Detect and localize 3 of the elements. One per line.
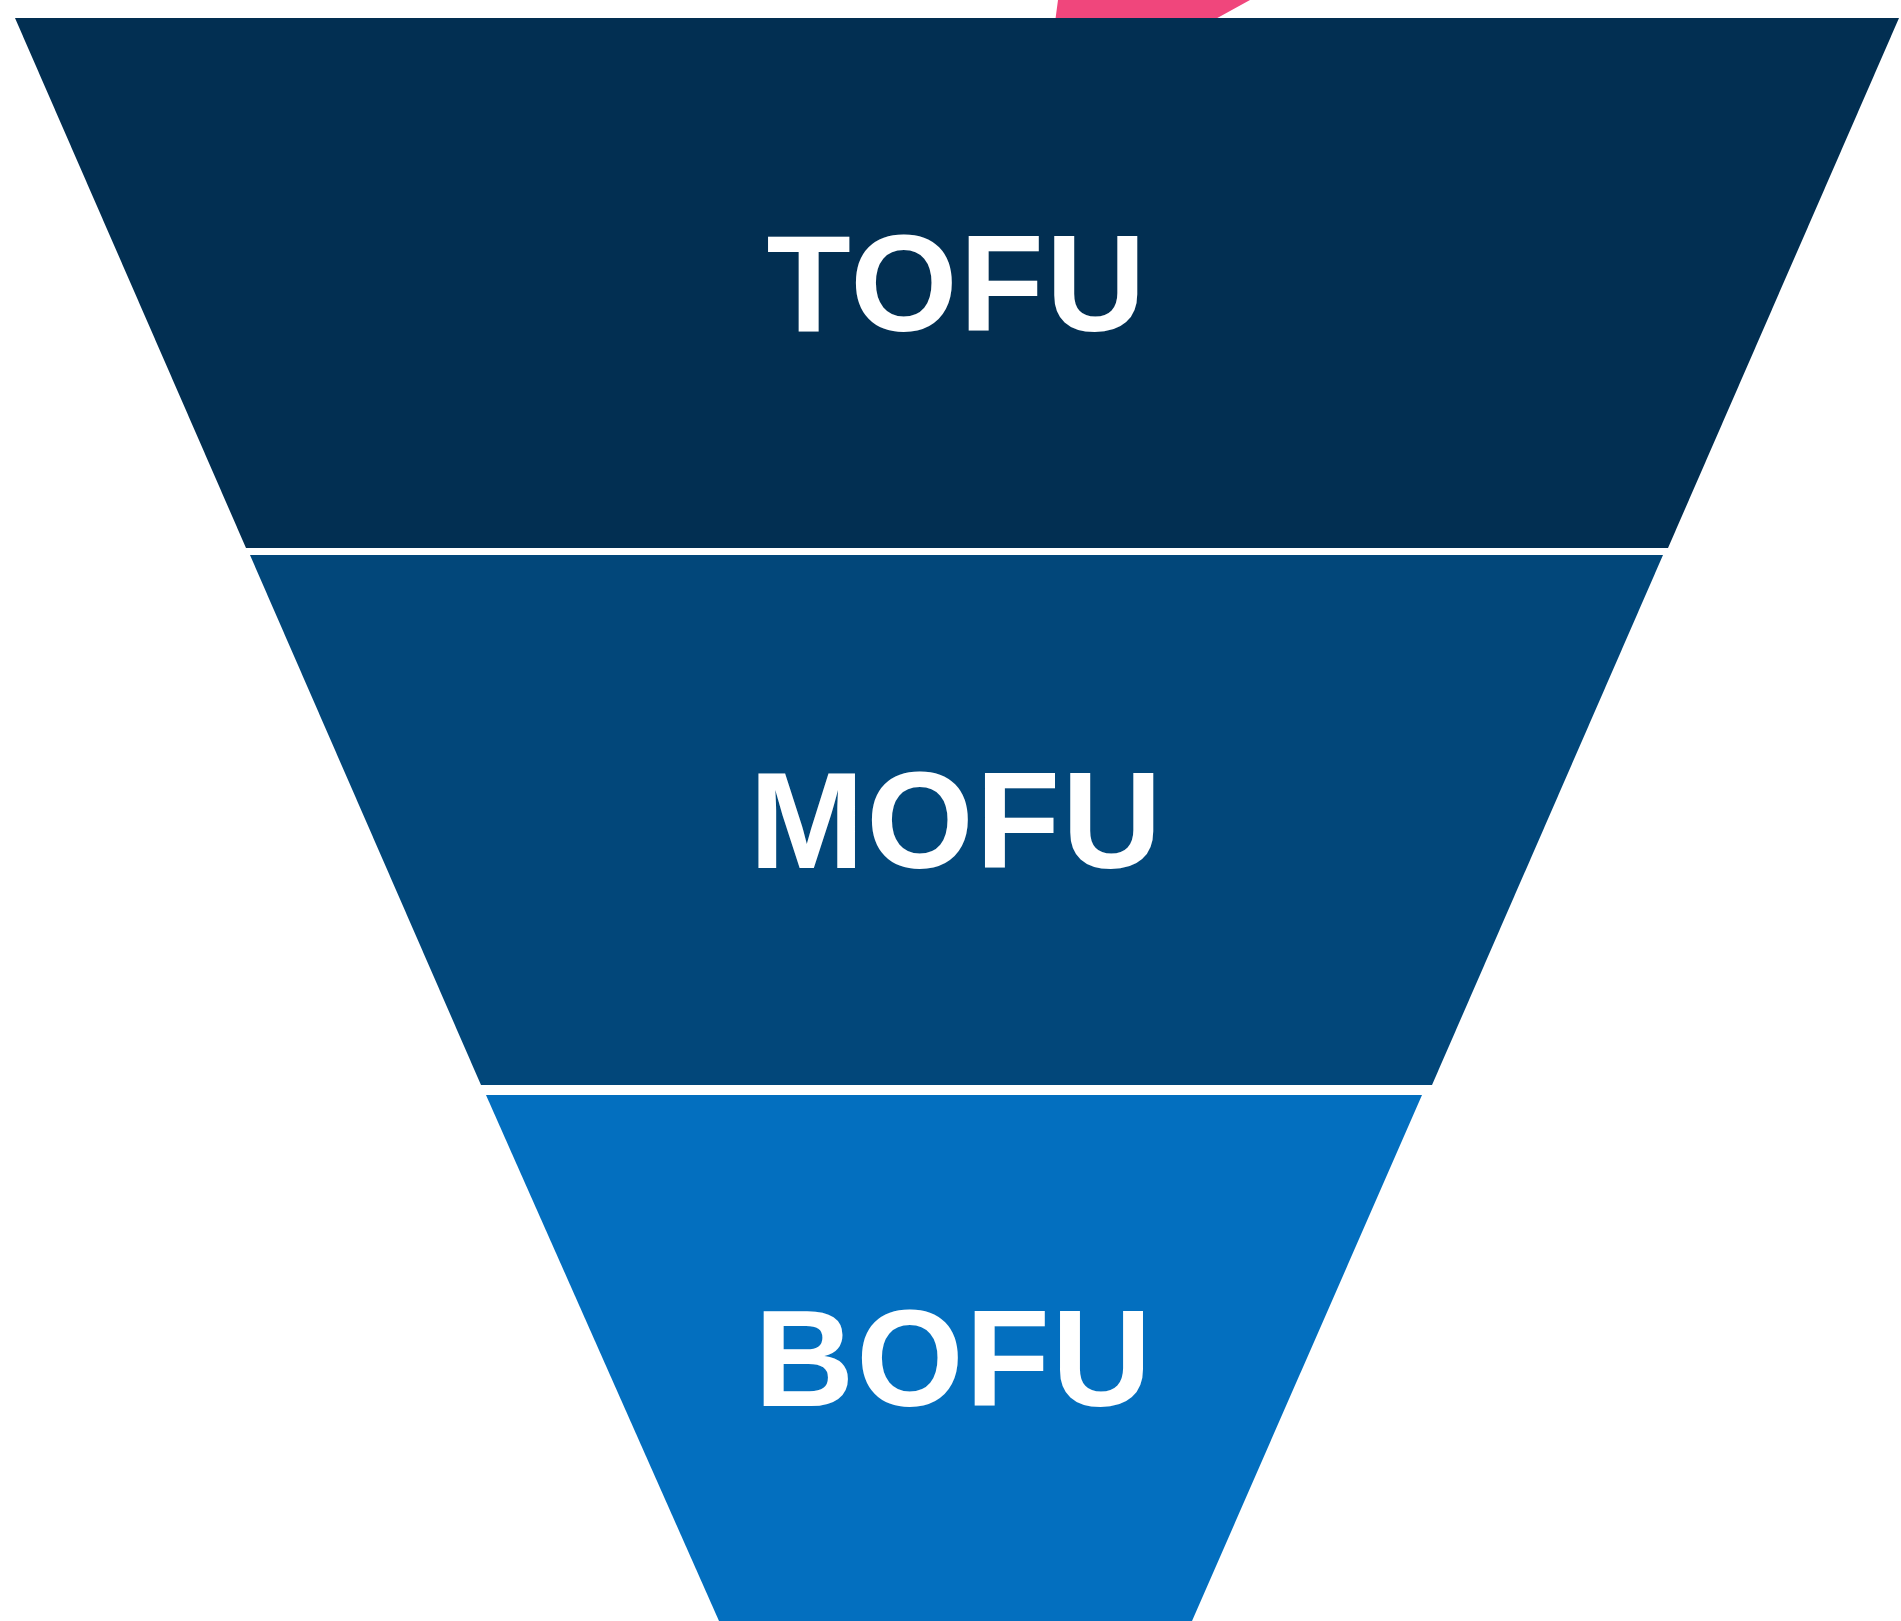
stage-label: BOFU <box>754 1289 1154 1427</box>
stage-label: MOFU <box>749 751 1164 889</box>
stage-label: TOFU <box>766 214 1148 352</box>
